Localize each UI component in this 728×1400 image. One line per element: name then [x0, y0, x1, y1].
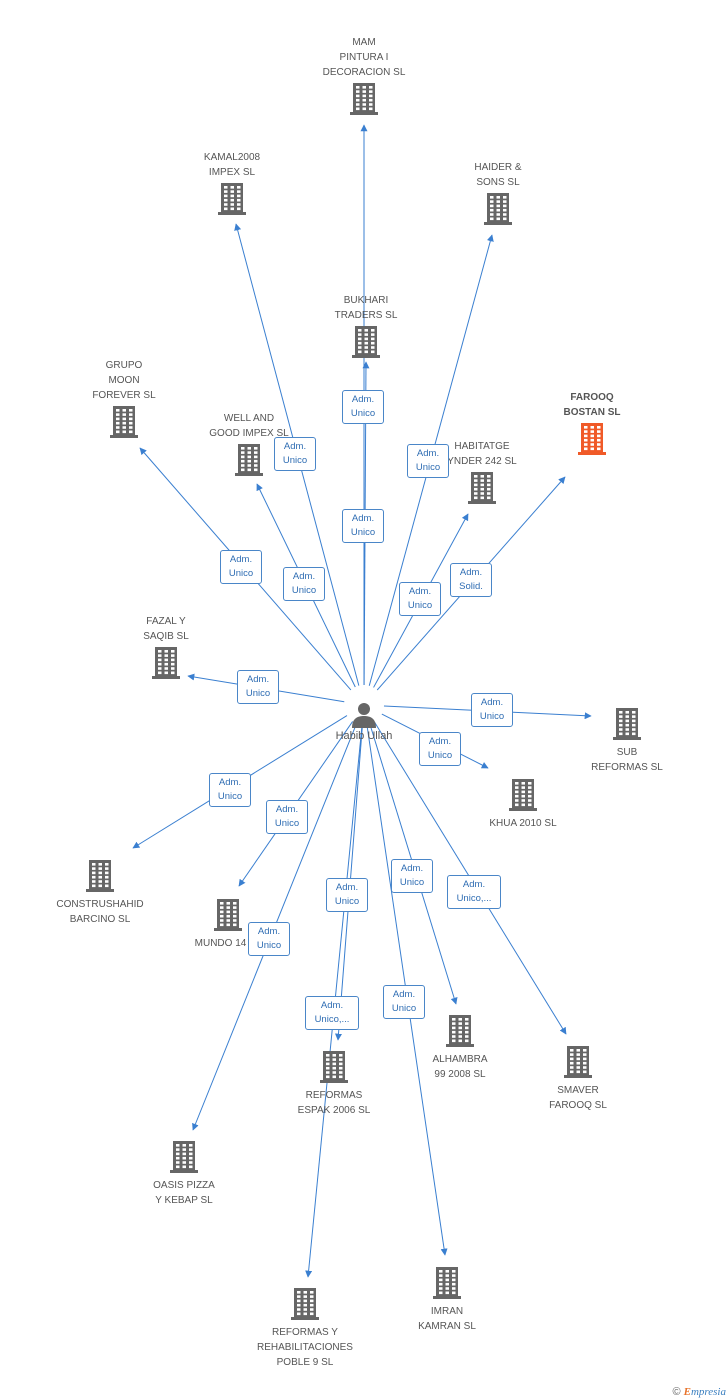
- company-node-farooq[interactable]: FAROOQ BOSTAN SL: [527, 390, 657, 456]
- company-node-imran[interactable]: IMRAN KAMRAN SL: [382, 1264, 512, 1334]
- relation-label-sub[interactable]: Adm. Unico: [471, 693, 513, 727]
- company-label: FAZAL Y SAQIB SL: [143, 616, 189, 642]
- building-icon: [214, 899, 242, 931]
- company-node-khua[interactable]: KHUA 2010 SL: [458, 776, 588, 831]
- company-label: OASIS PIZZA Y KEBAP SL: [153, 1180, 215, 1206]
- company-node-construshahid[interactable]: CONSTRUSHAHID BARCINO SL: [35, 857, 165, 927]
- company-label: KHUA 2010 SL: [489, 818, 557, 829]
- company-node-kamal[interactable]: KAMAL2008 IMPEX SL: [167, 150, 297, 216]
- company-node-oasis[interactable]: OASIS PIZZA Y KEBAP SL: [119, 1138, 249, 1208]
- company-node-bukhari[interactable]: BUKHARI TRADERS SL: [301, 293, 431, 359]
- company-label: REFORMAS ESPAK 2006 SL: [297, 1090, 371, 1116]
- building-icon: [218, 183, 246, 215]
- relation-label-grupo[interactable]: Adm. Unico: [220, 550, 262, 584]
- company-node-sub[interactable]: SUB REFORMAS SL: [562, 705, 692, 775]
- building-icon: [110, 406, 138, 438]
- building-icon: [320, 1051, 348, 1083]
- company-label: IMRAN KAMRAN SL: [418, 1306, 476, 1332]
- relation-label-kamal[interactable]: Adm. Unico: [274, 437, 316, 471]
- building-icon: [235, 444, 263, 476]
- building-icon: [86, 860, 114, 892]
- relation-label-haider[interactable]: Adm. Unico: [407, 444, 449, 478]
- company-label: KAMAL2008 IMPEX SL: [203, 152, 261, 178]
- relation-label-bukhari[interactable]: Adm. Unico: [342, 509, 384, 543]
- company-label: ALHAMBRA 99 2008 SL: [432, 1054, 488, 1080]
- building-icon: [170, 1141, 198, 1173]
- relation-label-alhambra[interactable]: Adm. Unico: [391, 859, 433, 893]
- company-label: WELL AND GOOD IMPEX SL: [209, 413, 289, 439]
- copyright-symbol: ©: [672, 1386, 681, 1398]
- building-icon: [152, 647, 180, 679]
- company-node-wellgood[interactable]: WELL AND GOOD IMPEX SL: [184, 411, 314, 477]
- building-icon: [291, 1288, 319, 1320]
- building-icon: [446, 1015, 474, 1047]
- company-node-smaver[interactable]: SMAVER FAROOQ SL: [513, 1043, 643, 1113]
- company-label: FAROOQ BOSTAN SL: [563, 392, 621, 418]
- relation-label-mam[interactable]: Adm. Unico: [342, 390, 384, 424]
- building-icon: [468, 472, 496, 504]
- brand-logo: Empresia: [683, 1386, 726, 1398]
- company-label: GRUPO MOON FOREVER SL: [92, 360, 156, 401]
- person-name: Habib Ullah: [335, 730, 393, 742]
- company-label: SUB REFORMAS SL: [591, 747, 663, 773]
- relation-label-khua[interactable]: Adm. Unico: [419, 732, 461, 766]
- company-label: MAM PINTURA I DECORACION SL: [322, 37, 406, 78]
- company-node-alhambra[interactable]: ALHAMBRA 99 2008 SL: [395, 1012, 525, 1082]
- building-icon: [509, 779, 537, 811]
- company-label: REFORMAS Y REHABILITACIONES POBLE 9 SL: [257, 1327, 353, 1368]
- center-person[interactable]: Habib Ullah: [322, 700, 406, 742]
- building-icon: [350, 83, 378, 115]
- relation-label-fazal[interactable]: Adm. Unico: [237, 670, 279, 704]
- company-node-grupo[interactable]: GRUPO MOON FOREVER SL: [59, 358, 189, 439]
- relation-label-imran[interactable]: Adm. Unico: [383, 985, 425, 1019]
- building-icon: [433, 1267, 461, 1299]
- relation-label-construshahid[interactable]: Adm. Unico: [209, 773, 251, 807]
- building-icon: [564, 1046, 592, 1078]
- company-node-mam[interactable]: MAM PINTURA I DECORACION SL: [299, 35, 429, 116]
- building-icon: [578, 423, 606, 455]
- company-node-espak[interactable]: REFORMAS ESPAK 2006 SL: [269, 1048, 399, 1118]
- company-label: CONSTRUSHAHID BARCINO SL: [56, 899, 144, 925]
- footer-brand: © Empresia: [672, 1386, 726, 1398]
- relation-label-mundo[interactable]: Adm. Unico: [266, 800, 308, 834]
- company-label: BUKHARI TRADERS SL: [334, 295, 398, 321]
- building-icon: [352, 326, 380, 358]
- relation-label-smaver[interactable]: Adm. Unico,...: [447, 875, 501, 909]
- company-label: SMAVER FAROOQ SL: [549, 1085, 607, 1111]
- company-node-poble[interactable]: REFORMAS Y REHABILITACIONES POBLE 9 SL: [240, 1285, 370, 1370]
- company-node-haider[interactable]: HAIDER & SONS SL: [433, 160, 563, 226]
- company-label: HAIDER & SONS SL: [474, 162, 522, 188]
- person-icon: [352, 703, 376, 728]
- building-icon: [613, 708, 641, 740]
- relation-label-espak[interactable]: Adm. Unico,...: [305, 996, 359, 1030]
- relation-label-poble[interactable]: Adm. Unico: [326, 878, 368, 912]
- relation-label-habitatge[interactable]: Adm. Unico: [399, 582, 441, 616]
- company-node-fazal[interactable]: FAZAL Y SAQIB SL: [101, 614, 231, 680]
- company-node-habitatge[interactable]: HABITATGE YNDER 242 SL: [417, 439, 547, 505]
- building-icon: [484, 193, 512, 225]
- relation-label-oasis[interactable]: Adm. Unico: [248, 922, 290, 956]
- company-label: HABITATGE YNDER 242 SL: [447, 441, 517, 467]
- relation-label-farooq[interactable]: Adm. Solid.: [450, 563, 492, 597]
- relation-label-wellgood[interactable]: Adm. Unico: [283, 567, 325, 601]
